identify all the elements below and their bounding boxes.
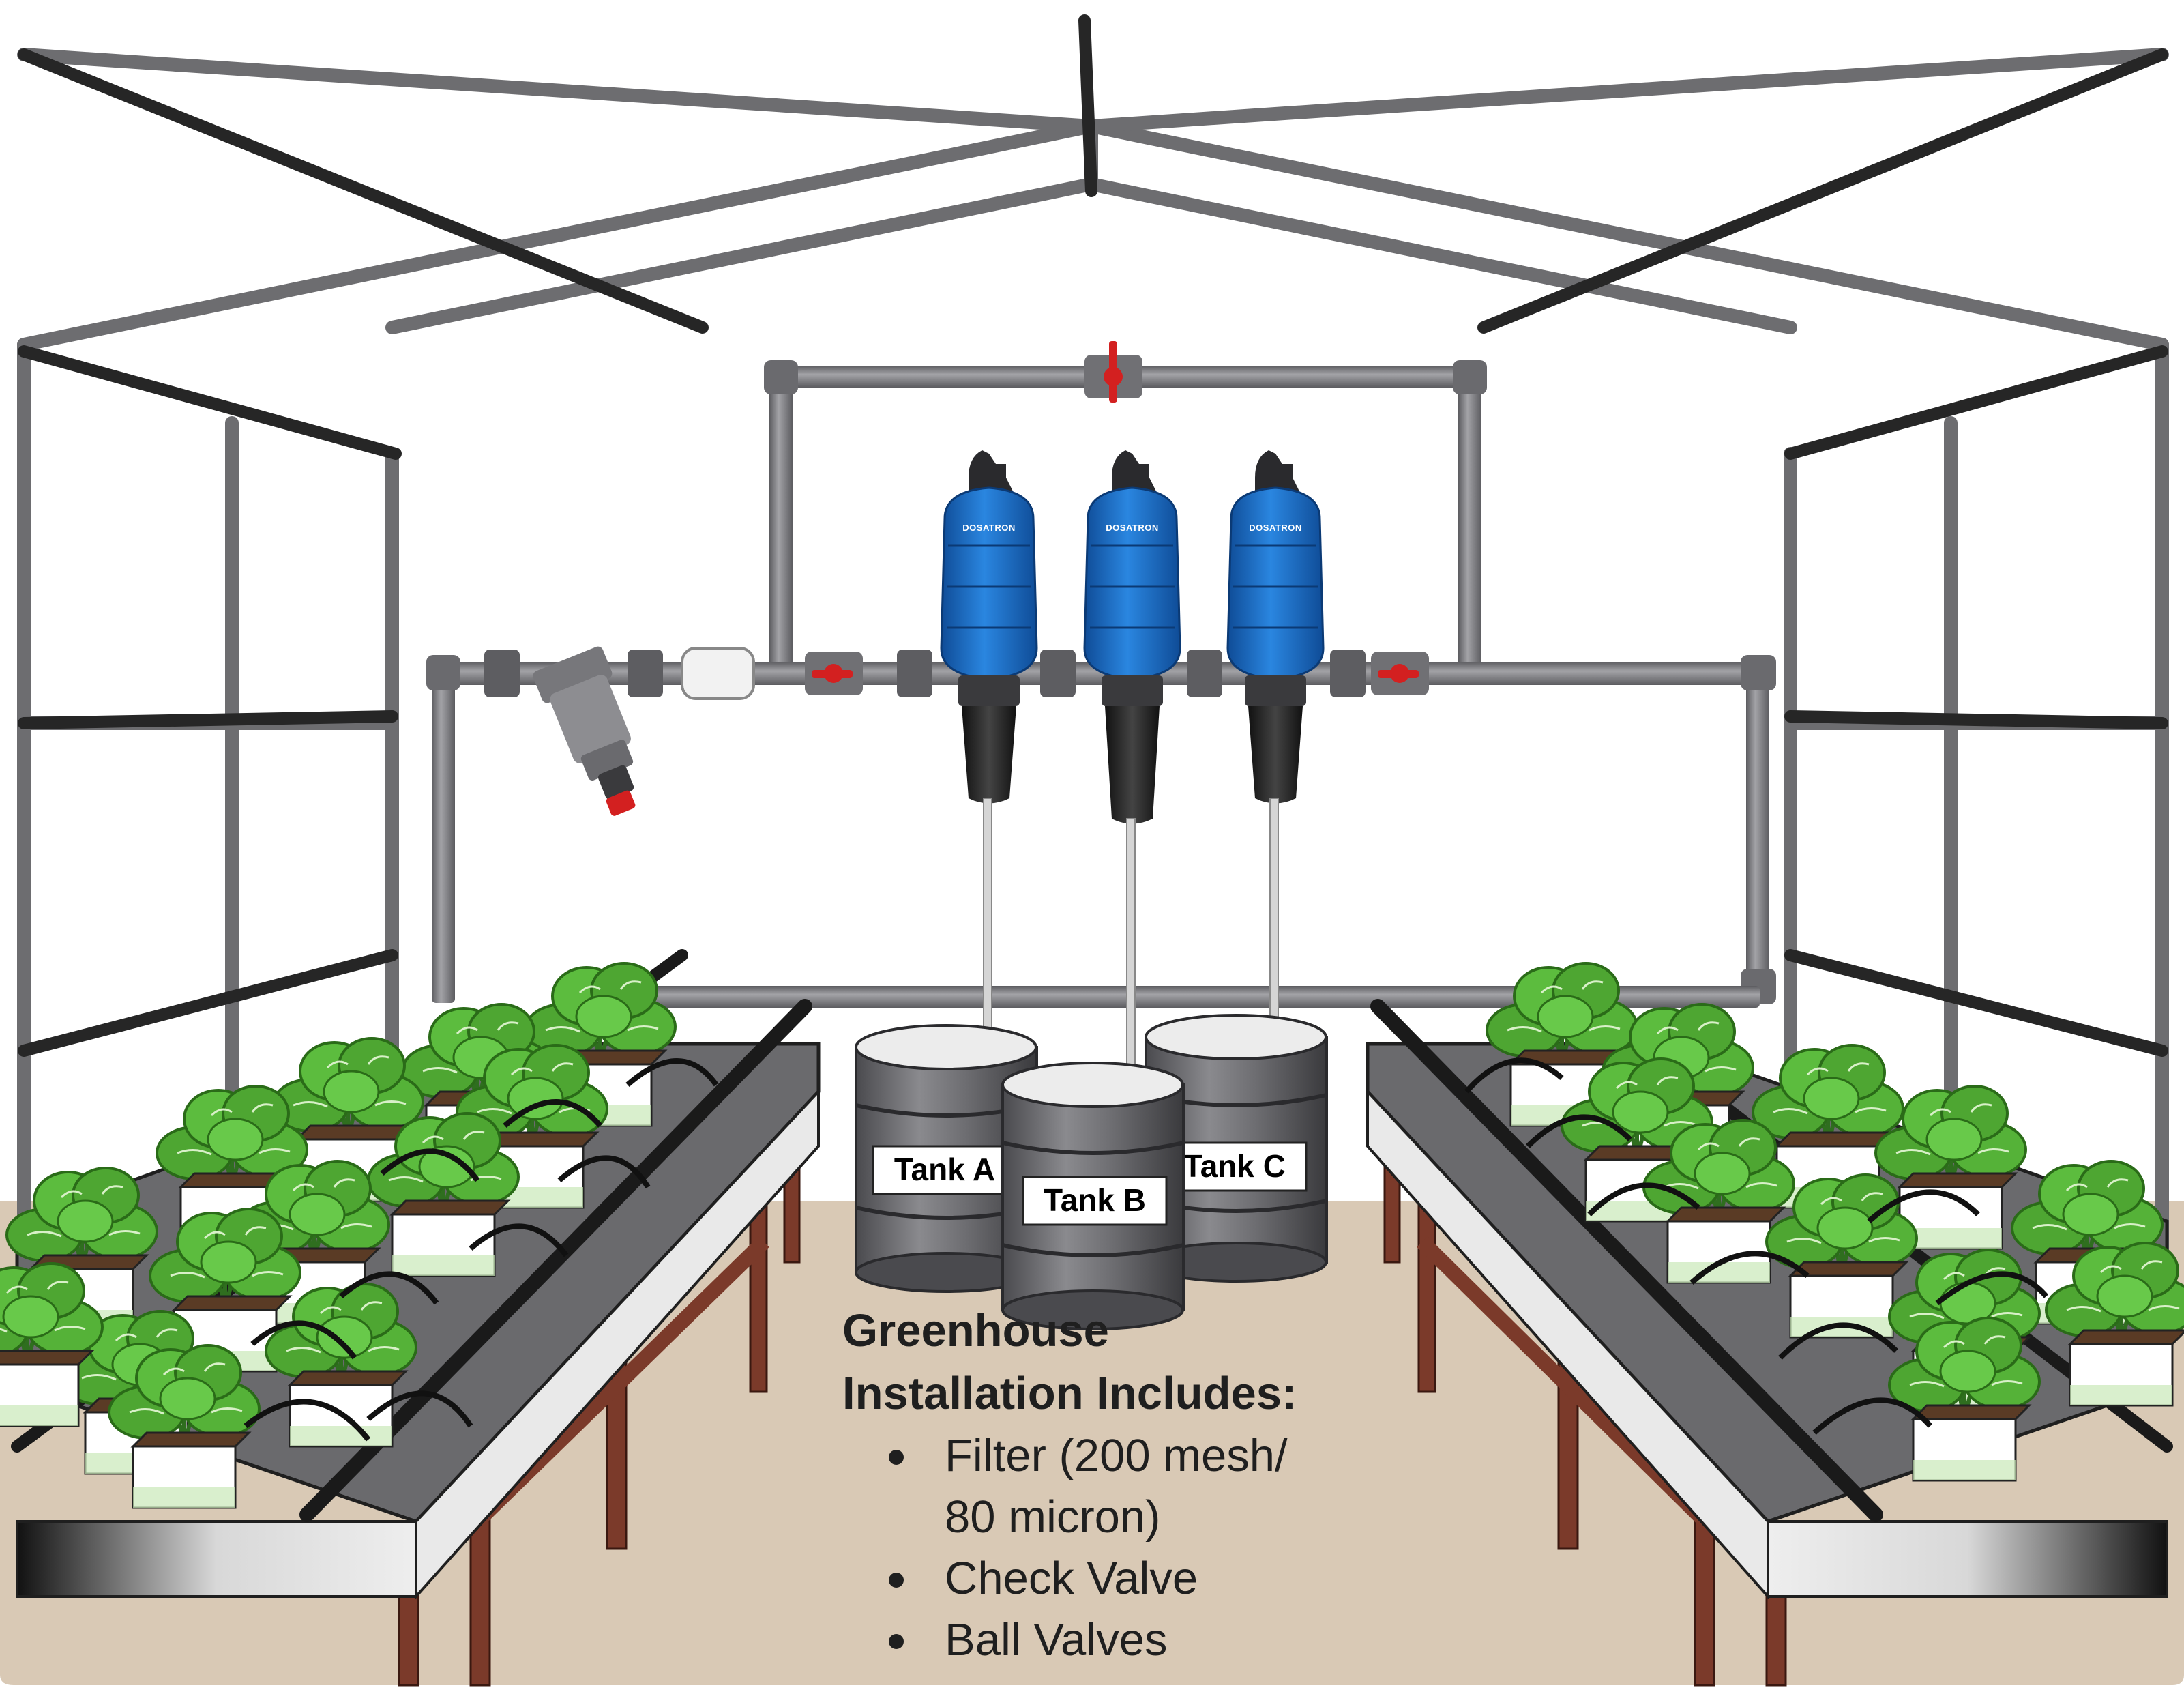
tank-b-label: Tank B xyxy=(1044,1182,1146,1218)
list-item: Ball Valves xyxy=(870,1609,1402,1671)
dark-purlins xyxy=(18,14,2168,1057)
list-item: 80 micron) xyxy=(870,1487,1402,1548)
ball-valve-top xyxy=(1084,341,1142,403)
filter xyxy=(533,646,636,816)
injector-a-brand: DOSATRON xyxy=(962,523,1015,533)
tank-c-label: Tank C xyxy=(1183,1148,1286,1184)
list-item-check-valve: Check Valve xyxy=(945,1553,1198,1604)
includes-title-line1: Greenhouse xyxy=(842,1305,1109,1356)
ball-valve-left xyxy=(805,652,863,695)
includes-title-line2: Installation Includes: xyxy=(842,1368,1297,1419)
list-item: Filter (200 mesh/ xyxy=(870,1425,1402,1487)
ball-valve-right xyxy=(1371,652,1429,695)
injector-b: DOSATRON xyxy=(1083,450,1181,1079)
list-item-ball-valves: Ball Valves xyxy=(945,1614,1168,1665)
includes-list: Filter (200 mesh/ 80 micron) Check Valve… xyxy=(842,1425,1402,1671)
list-item: Check Valve xyxy=(870,1548,1402,1609)
list-item-filter: Filter (200 mesh/ xyxy=(945,1430,1288,1481)
bullet-icon xyxy=(889,1450,904,1465)
left-plants xyxy=(0,963,719,1508)
injector-c-brand: DOSATRON xyxy=(1249,523,1301,533)
bullet-icon xyxy=(889,1573,904,1588)
bullet-icon xyxy=(889,1634,904,1649)
right-plants xyxy=(1464,963,2184,1480)
tank-b: Tank B xyxy=(1001,1062,1185,1330)
injector-a: DOSATRON xyxy=(940,450,1038,1038)
list-item-filter-line2: 80 micron) xyxy=(945,1491,1161,1543)
includes-panel: Greenhouse Installation Includes: Filter… xyxy=(842,1300,1402,1682)
injector-c: DOSATRON xyxy=(1226,450,1325,1031)
tank-a-label: Tank A xyxy=(894,1152,995,1187)
injector-b-brand: DOSATRON xyxy=(1106,523,1158,533)
manifold-piping xyxy=(426,360,1776,1008)
